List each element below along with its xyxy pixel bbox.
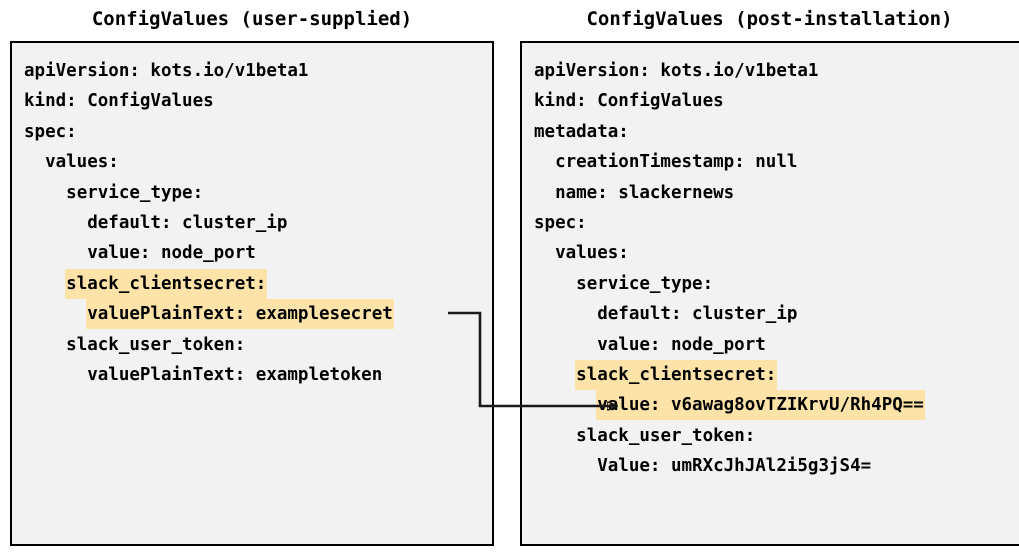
code-line: apiVersion: kots.io/v1beta1 xyxy=(522,56,1019,86)
indent-spacer xyxy=(23,365,86,385)
code-line-text: spec: xyxy=(534,212,587,233)
code-line: slack_clientsecret: xyxy=(12,268,492,299)
code-line-text: value: node_port xyxy=(87,243,256,264)
code-line-text: metadata: xyxy=(534,121,629,142)
indent-spacer xyxy=(23,274,65,294)
code-line: values: xyxy=(522,238,1019,268)
indent-spacer xyxy=(533,335,596,355)
code-line-text: spec: xyxy=(24,121,77,142)
code-line: spec: xyxy=(522,208,1019,238)
code-line: spec: xyxy=(12,117,492,147)
code-line-text: valuePlainText: examplesecret xyxy=(86,299,394,330)
indent-spacer xyxy=(533,152,554,172)
right-code-block: apiVersion: kots.io/v1beta1 kind: ConfigV… xyxy=(522,43,1019,481)
code-line: value: v6awag8ovTZIKrvU/Rh4PQ== xyxy=(522,390,1019,421)
code-line: service_type: xyxy=(522,269,1019,299)
indent-spacer xyxy=(23,183,65,203)
code-line-text: name: slackernews xyxy=(555,182,735,203)
code-line-text: value: node_port xyxy=(597,334,766,355)
code-line: name: slackernews xyxy=(522,178,1019,208)
right-config-panel: apiVersion: kots.io/v1beta1 kind: ConfigV… xyxy=(520,41,1019,546)
code-line-text: valuePlainText: exampletoken xyxy=(87,364,383,385)
code-line-text: kind: ConfigValues xyxy=(24,91,214,112)
code-line-text: Value: umRXcJhJAl2i5g3jS4= xyxy=(597,456,872,477)
code-line-text: slack_clientsecret: xyxy=(575,359,778,390)
code-line: kind: ConfigValues xyxy=(12,86,492,116)
code-line: default: cluster_ip xyxy=(12,208,492,238)
indent-spacer xyxy=(23,335,65,355)
code-line-text: slack_user_token: xyxy=(576,425,756,446)
code-line: valuePlainText: exampletoken xyxy=(12,360,492,390)
indent-spacer xyxy=(23,243,86,263)
indent-spacer xyxy=(23,304,86,324)
indent-spacer xyxy=(533,243,554,263)
code-line-text: apiVersion: kots.io/v1beta1 xyxy=(24,61,309,81)
code-line-text: slack_clientsecret: xyxy=(65,268,268,299)
right-panel-title: ConfigValues (post-installation) xyxy=(586,8,953,30)
indent-spacer xyxy=(23,213,86,233)
code-line: kind: ConfigValues xyxy=(522,86,1019,116)
indent-spacer xyxy=(533,456,596,476)
indent-spacer xyxy=(533,395,596,415)
code-line: slack_user_token: xyxy=(522,421,1019,451)
code-line-text: apiVersion: kots.io/v1beta1 xyxy=(534,61,819,81)
code-line: apiVersion: kots.io/v1beta1 xyxy=(12,56,492,86)
left-panel-title: ConfigValues (user-supplied) xyxy=(91,8,413,30)
code-line-text: value: v6awag8ovTZIKrvU/Rh4PQ== xyxy=(596,390,925,421)
code-line: creationTimestamp: null xyxy=(522,147,1019,177)
code-line: valuePlainText: examplesecret xyxy=(12,299,492,330)
code-line-text: slack_user_token: xyxy=(66,334,246,355)
code-line: values: xyxy=(12,147,492,177)
indent-spacer xyxy=(23,152,44,172)
code-line-text: creationTimestamp: null xyxy=(555,152,798,173)
indent-spacer xyxy=(533,365,575,385)
code-line-text: default: cluster_ip xyxy=(87,212,288,233)
left-config-panel: apiVersion: kots.io/v1beta1 kind: ConfigV… xyxy=(10,41,494,546)
code-line: default: cluster_ip xyxy=(522,299,1019,329)
code-line: value: node_port xyxy=(12,238,492,268)
code-line: metadata: xyxy=(522,117,1019,147)
code-line-text: values: xyxy=(45,152,119,173)
left-code-block: apiVersion: kots.io/v1beta1 kind: ConfigV… xyxy=(12,43,492,390)
code-line-text: kind: ConfigValues xyxy=(534,91,724,112)
code-line: value: node_port xyxy=(522,330,1019,360)
code-line-text: service_type: xyxy=(66,182,204,203)
code-line: slack_clientsecret: xyxy=(522,359,1019,390)
code-line-text: values: xyxy=(555,243,629,264)
code-line: service_type: xyxy=(12,178,492,208)
indent-spacer xyxy=(533,183,554,203)
indent-spacer xyxy=(533,274,575,294)
code-line: slack_user_token: xyxy=(12,330,492,360)
indent-spacer xyxy=(533,304,596,324)
indent-spacer xyxy=(533,426,575,446)
code-line-text: default: cluster_ip xyxy=(597,304,798,325)
code-line-text: service_type: xyxy=(576,273,714,294)
code-line: Value: umRXcJhJAl2i5g3jS4= xyxy=(522,451,1019,481)
